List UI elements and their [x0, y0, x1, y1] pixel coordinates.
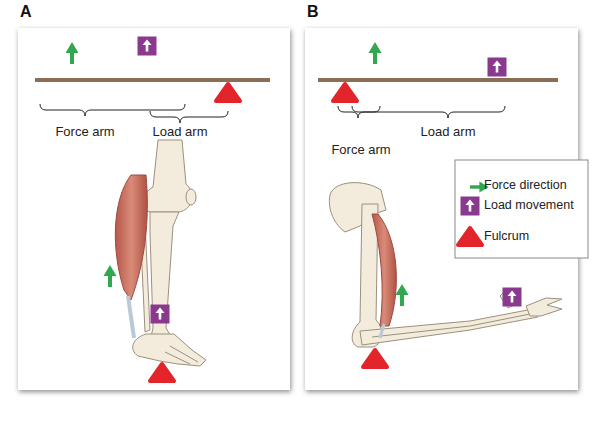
arm-label: Load arm	[421, 124, 476, 139]
panel-letter: B	[307, 3, 319, 21]
panel: A	[18, 28, 290, 390]
panel-letter: A	[20, 3, 32, 21]
arm-label: Force arm	[331, 142, 390, 157]
legend-text: Load movement	[484, 198, 574, 212]
legend-text: Force direction	[484, 178, 567, 192]
legend-text: Fulcrum	[484, 229, 529, 243]
arm-label: Load arm	[153, 124, 208, 139]
arm-label: Force arm	[55, 124, 114, 139]
